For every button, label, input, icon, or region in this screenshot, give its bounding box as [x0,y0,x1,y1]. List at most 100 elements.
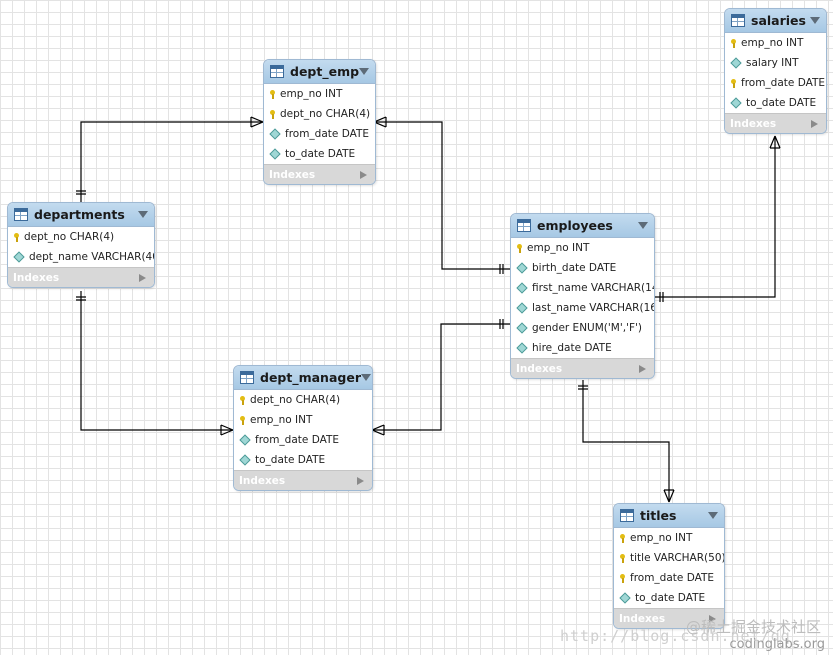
column-row[interactable]: from_date DATE [264,124,375,144]
indexes-section[interactable]: Indexes [511,358,654,378]
column-row[interactable]: emp_no INT [614,528,724,548]
expand-icon[interactable] [139,273,146,282]
collapse-icon[interactable] [708,512,718,519]
column-row[interactable]: from_date DATE [614,568,724,588]
table-header[interactable]: dept_manager [234,366,372,390]
column-row[interactable]: hire_date DATE [511,338,654,358]
column-label: last_name VARCHAR(16) [532,302,655,314]
primary-key-icon [620,553,625,563]
column-row[interactable]: to_date DATE [614,588,724,608]
expand-icon[interactable] [360,170,367,179]
column-row[interactable]: emp_no INT [264,84,375,104]
column-row[interactable]: salary INT [725,53,826,73]
table-icon [731,14,745,27]
column-row[interactable]: gender ENUM('M','F') [511,318,654,338]
column-label: first_name VARCHAR(14) [532,282,655,294]
rel-departments-dept_manager [80,291,233,431]
expand-icon[interactable] [811,119,818,128]
table-dept_emp[interactable]: dept_emp emp_no INT dept_no CHAR(4) from… [263,59,376,185]
column-label: dept_no CHAR(4) [24,231,115,243]
primary-key-icon [14,232,19,242]
table-header[interactable]: employees [511,214,654,238]
table-icon [620,509,634,522]
collapse-icon[interactable] [359,68,370,75]
table-titles[interactable]: titles emp_no INT title VARCHAR(50) from… [613,503,725,629]
attribute-diamond-icon [730,57,742,69]
table-salaries[interactable]: salaries emp_no INT salary INT from_date… [724,8,827,134]
collapse-icon[interactable] [810,17,820,24]
column-row[interactable]: from_date DATE [725,73,826,93]
expand-icon[interactable] [639,364,646,373]
column-label: to_date DATE [255,454,326,466]
watermark-site: codinglabs.org [729,637,825,652]
column-row[interactable]: to_date DATE [234,450,372,470]
table-employees[interactable]: employees emp_no INT birth_date DATE fir… [510,213,655,379]
table-header[interactable]: salaries [725,9,826,33]
column-row[interactable]: to_date DATE [264,144,375,164]
primary-key-icon [517,243,522,253]
column-label: from_date DATE [285,128,370,140]
column-label: emp_no INT [630,532,693,544]
column-label: from_date DATE [630,572,715,584]
column-row[interactable]: dept_no CHAR(4) [234,390,372,410]
collapse-icon[interactable] [138,211,148,218]
column-row[interactable]: emp_no INT [511,238,654,258]
table-departments[interactable]: departments dept_no CHAR(4) dept_name VA… [7,202,155,288]
attribute-diamond-icon [239,434,251,446]
column-label: emp_no INT [741,37,804,49]
attribute-diamond-icon [516,282,528,294]
column-label: from_date DATE [741,77,826,89]
expand-icon[interactable] [709,614,716,623]
column-label: from_date DATE [255,434,340,446]
table-title: salaries [751,13,806,28]
table-title: employees [537,218,613,233]
attribute-diamond-icon [239,454,251,466]
column-label: dept_name VARCHAR(40) [29,251,155,263]
column-label: emp_no INT [250,414,313,426]
table-dept_manager[interactable]: dept_manager dept_no CHAR(4) emp_no INT … [233,365,373,491]
collapse-icon[interactable] [360,374,371,381]
attribute-diamond-icon [269,148,281,160]
column-label: birth_date DATE [532,262,617,274]
collapse-icon[interactable] [638,222,648,229]
indexes-section[interactable]: Indexes [614,608,724,628]
rel-employees-salaries [654,136,776,298]
column-row[interactable]: title VARCHAR(50) [614,548,724,568]
column-row[interactable]: dept_no CHAR(4) [264,104,375,124]
expand-icon[interactable] [357,476,364,485]
rel-employees-titles [582,380,670,502]
column-row[interactable]: to_date DATE [725,93,826,113]
column-label: title VARCHAR(50) [630,552,725,564]
table-title: titles [640,508,677,523]
column-label: to_date DATE [746,97,817,109]
table-header[interactable]: dept_emp [264,60,375,84]
column-label: dept_no CHAR(4) [280,108,371,120]
indexes-section[interactable]: Indexes [725,113,826,133]
column-row[interactable]: dept_no CHAR(4) [8,227,154,247]
attribute-diamond-icon [13,251,25,263]
watermark-url: http://blog.csdn.net/qq_ [560,627,801,645]
column-row[interactable]: emp_no INT [725,33,826,53]
indexes-label: Indexes [269,168,316,181]
primary-key-icon [731,38,736,48]
indexes-section[interactable]: Indexes [234,470,372,490]
primary-key-icon [270,109,275,119]
indexes-label: Indexes [239,474,286,487]
column-row[interactable]: last_name VARCHAR(16) [511,298,654,318]
column-row[interactable]: from_date DATE [234,430,372,450]
attribute-diamond-icon [269,128,281,140]
table-title: dept_manager [260,370,361,385]
column-row[interactable]: first_name VARCHAR(14) [511,278,654,298]
table-header[interactable]: titles [614,504,724,528]
table-icon [240,371,254,384]
table-header[interactable]: departments [8,203,154,227]
column-row[interactable]: dept_name VARCHAR(40) [8,247,154,267]
indexes-label: Indexes [13,271,60,284]
indexes-section[interactable]: Indexes [8,267,154,287]
column-row[interactable]: birth_date DATE [511,258,654,278]
indexes-label: Indexes [516,362,563,375]
watermark-main: @稀土掘金技术社区 [685,618,821,636]
column-row[interactable]: emp_no INT [234,410,372,430]
primary-key-icon [240,395,245,405]
indexes-section[interactable]: Indexes [264,164,375,184]
